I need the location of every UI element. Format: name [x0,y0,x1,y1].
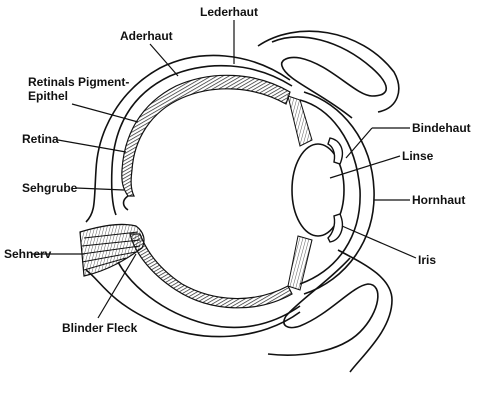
ciliary-body [287,95,313,291]
label-lederhaut: Lederhaut [200,5,258,19]
upper-eyelid [257,30,400,119]
label-blinder-fleck: Blinder Fleck [62,321,138,335]
leader-lines [32,20,417,319]
label-linse: Linse [402,149,434,163]
label-retina: Retina [22,132,59,146]
optic-nerve [79,223,145,277]
iris [327,137,344,243]
label-bindehaut: Bindehaut [412,121,471,135]
label-pigment-epithel-line2: Epithel [28,89,68,103]
label-aderhaut: Aderhaut [120,29,173,43]
label-hornhaut: Hornhaut [412,193,465,207]
label-sehnerv: Sehnerv [4,247,52,261]
lower-eyelid [267,249,393,373]
sclera-outer [85,54,301,338]
label-pigment-epithel-line1: Retinals Pigment- [28,75,129,89]
cornea [299,91,375,295]
label-sehgrube: Sehgrube [22,181,78,195]
retina-band [121,74,293,309]
label-iris: Iris [418,253,436,267]
lens [291,143,345,237]
fovea [122,195,129,211]
